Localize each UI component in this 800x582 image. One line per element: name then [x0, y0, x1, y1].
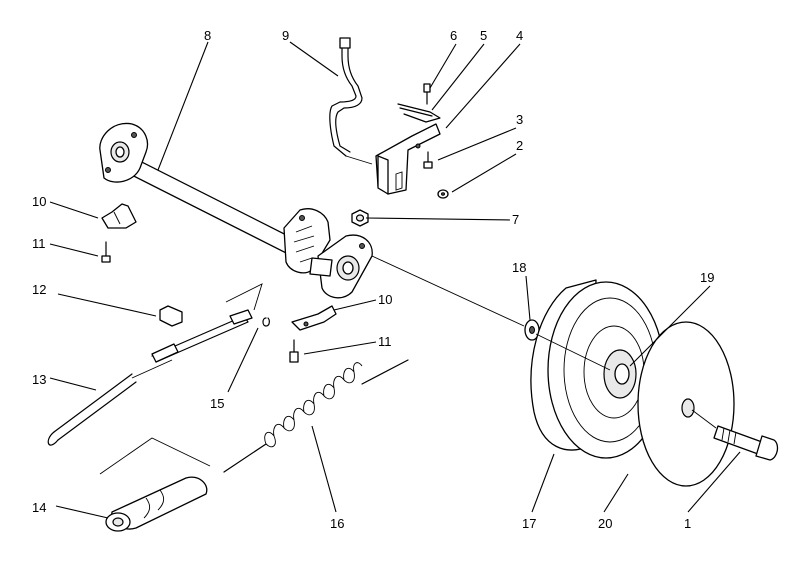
bracket-bolt — [423, 151, 433, 169]
coil-spring — [223, 359, 409, 473]
snap-ring — [262, 317, 270, 327]
callout-17: 17 — [522, 516, 536, 531]
wheel-pivot-bracket — [309, 234, 373, 299]
link-rod — [151, 309, 253, 363]
callout-12: 12 — [32, 282, 46, 297]
callout-7: 7 — [512, 212, 519, 227]
callout-2: 2 — [516, 138, 523, 153]
callout-labels: 8 9 6 5 4 3 2 7 10 11 12 10 11 13 15 14 … — [32, 28, 714, 531]
callout-11-lower: 11 — [378, 334, 392, 349]
bolt-lower — [289, 339, 299, 363]
callout-1: 1 — [684, 516, 691, 531]
callout-16: 16 — [330, 516, 344, 531]
assembly-lines — [99, 155, 717, 475]
bolt-upper — [101, 241, 111, 263]
adjuster-rod — [329, 37, 363, 157]
wheel — [530, 279, 665, 459]
shoulder-bolt — [713, 425, 779, 461]
clamp-bracket-lower — [291, 305, 337, 331]
callout-5: 5 — [480, 28, 487, 43]
spring-clip — [397, 103, 441, 123]
axle-tube — [99, 122, 313, 263]
hex-nut — [351, 209, 369, 227]
callout-9: 9 — [282, 28, 289, 43]
callout-3: 3 — [516, 112, 523, 127]
callout-10-lower: 10 — [378, 292, 392, 307]
handle-grip — [105, 476, 208, 532]
callout-13: 13 — [32, 372, 46, 387]
callout-18: 18 — [512, 260, 526, 275]
callout-20: 20 — [598, 516, 612, 531]
leader-lines — [49, 41, 741, 519]
callout-15: 15 — [210, 396, 224, 411]
clamp-bracket-upper — [101, 203, 137, 229]
bracket-washer — [437, 189, 449, 199]
hubcap — [637, 321, 735, 487]
callout-4: 4 — [516, 28, 523, 43]
pivot-block — [159, 305, 183, 327]
callout-14: 14 — [32, 500, 46, 515]
callout-6: 6 — [450, 28, 457, 43]
callout-11-upper: 11 — [32, 236, 46, 251]
latch-bracket — [375, 123, 441, 195]
callout-8: 8 — [204, 28, 211, 43]
callout-19: 19 — [700, 270, 714, 285]
hairpin-handle-rod — [47, 373, 137, 446]
callout-10-upper: 10 — [32, 194, 46, 209]
top-screw — [423, 83, 431, 105]
